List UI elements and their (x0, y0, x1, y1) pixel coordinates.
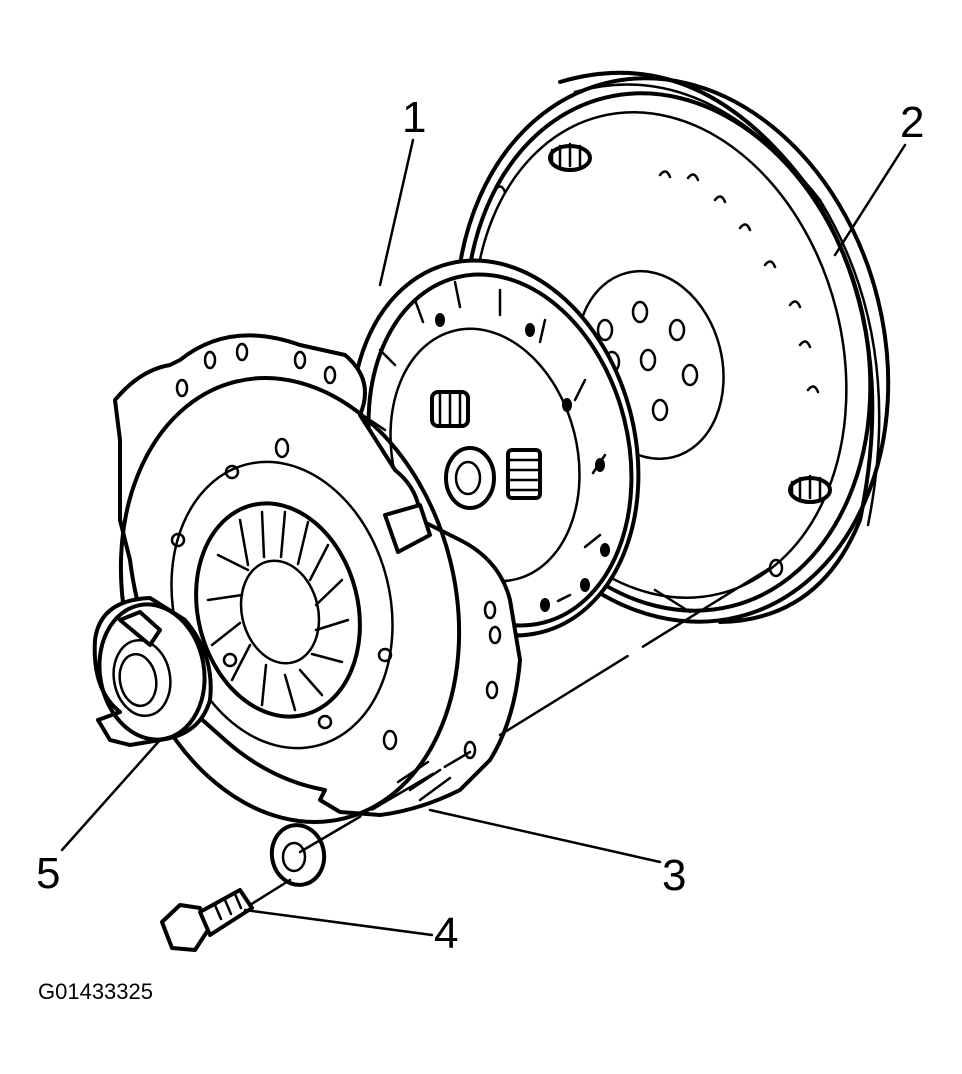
bolt-and-washer (160, 823, 327, 952)
callout-5: 5 (36, 849, 60, 898)
alignment-lines (248, 566, 772, 907)
pressure-plate-mount-holes (175, 342, 502, 760)
clutch-disc-rivets (435, 313, 610, 612)
clutch-disc-damper-springs (430, 390, 542, 500)
flywheel-dowel-pin-top (548, 142, 592, 172)
release-bearing (92, 596, 213, 747)
callout-4: 4 (434, 909, 458, 958)
pressure-plate-hatching (396, 760, 452, 802)
callout-1: 1 (402, 93, 426, 142)
callout-3: 3 (662, 851, 686, 900)
callout-2: 2 (900, 98, 924, 147)
flywheel-dowel-pin-bottom (788, 474, 832, 504)
pressure-plate-rivets (170, 464, 393, 730)
diaphragm-spring-fingers (206, 510, 350, 712)
pressure-plate (113, 333, 522, 824)
flywheel-outer-holes (493, 170, 820, 394)
leader-lines (60, 138, 907, 937)
figure-id: G01433325 (38, 979, 153, 1004)
